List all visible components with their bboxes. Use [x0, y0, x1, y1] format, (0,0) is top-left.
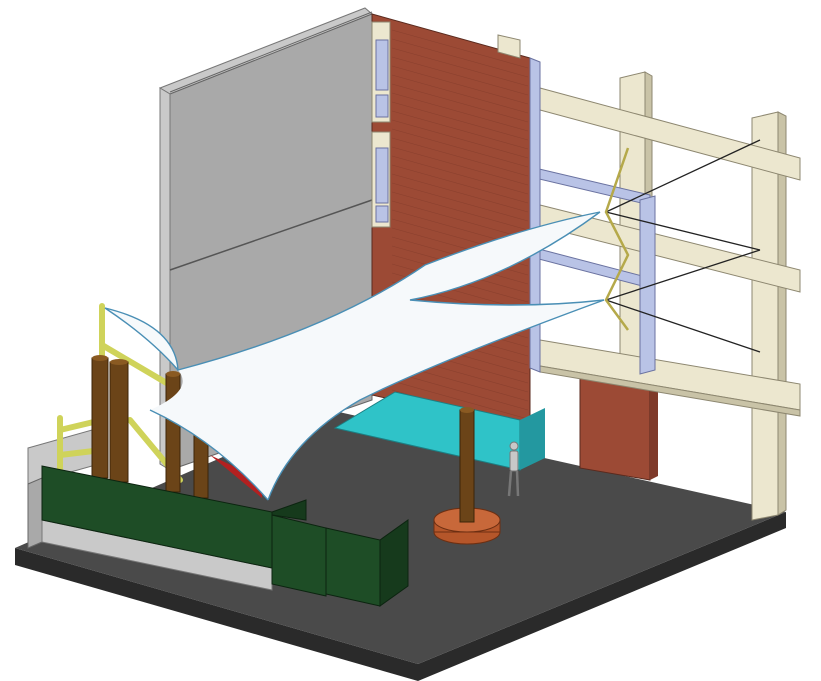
green-panels	[41, 465, 409, 607]
center-mast	[433, 407, 501, 545]
brick-course	[391, 128, 529, 168]
brick-course	[391, 173, 529, 213]
brick-course	[391, 29, 529, 69]
tension-cables	[604, 139, 761, 353]
brick-course	[391, 146, 529, 186]
brick-course	[391, 56, 529, 96]
red-accent	[210, 455, 262, 498]
brick-course	[391, 110, 529, 150]
brick-course	[391, 137, 529, 177]
fabric-canopy	[104, 211, 605, 501]
brick-course	[391, 200, 529, 240]
brick-course	[391, 380, 529, 420]
brick-course	[391, 74, 529, 114]
brick-course	[391, 155, 529, 195]
brick-course	[391, 47, 529, 87]
brick-course	[391, 371, 529, 411]
brick-course	[391, 83, 529, 123]
brick-course	[391, 191, 529, 231]
human-figure	[507, 441, 520, 497]
brick-course	[391, 38, 529, 78]
window-strip	[371, 21, 391, 228]
brick-course	[391, 164, 529, 204]
brick-pier	[579, 371, 658, 481]
brick-course	[391, 101, 529, 141]
brick-course	[391, 119, 529, 159]
brick-course	[391, 92, 529, 132]
brick-course	[391, 182, 529, 222]
brick-course	[391, 65, 529, 105]
